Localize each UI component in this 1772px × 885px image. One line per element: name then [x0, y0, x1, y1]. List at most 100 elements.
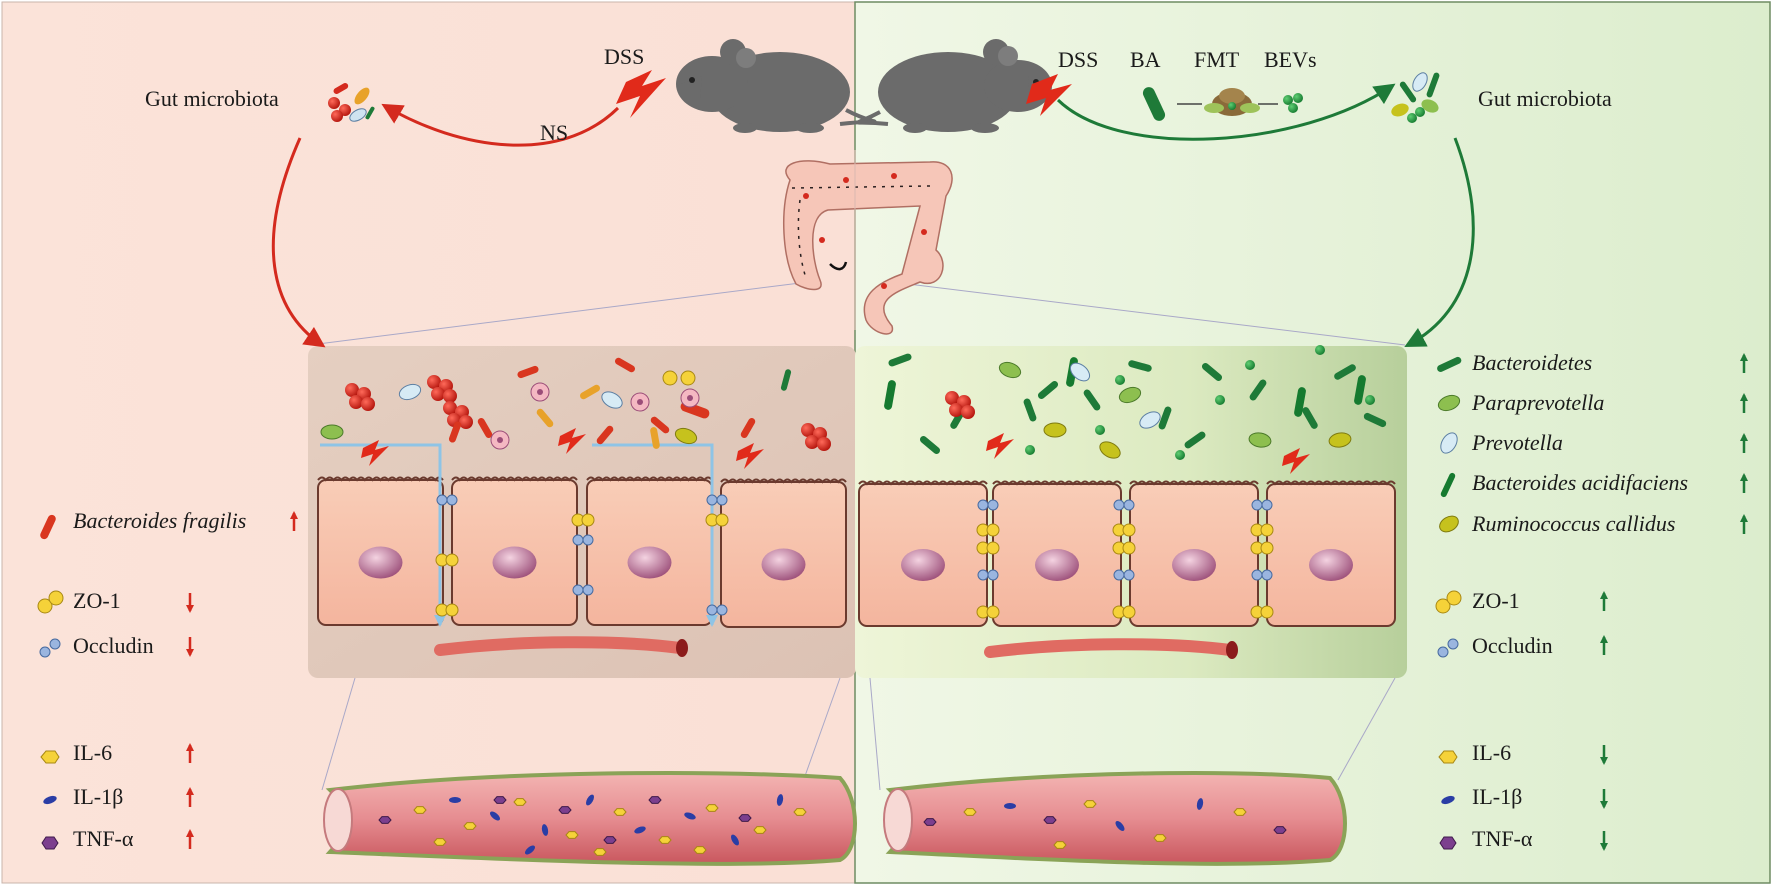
- il1b-particle: [586, 794, 594, 806]
- zo1-dot: [715, 513, 729, 527]
- projection-line: [799, 677, 841, 791]
- zo1-marker: [1112, 523, 1136, 537]
- tnfa-particle: [1043, 816, 1057, 824]
- arrow-up-icon: [1600, 591, 1608, 611]
- bacteroidetes-rod: [1184, 431, 1206, 449]
- arrow-head: [1740, 393, 1748, 401]
- bev-vesicle: [1115, 375, 1125, 385]
- blood-vessel-right: [883, 771, 1347, 866]
- red-rod: [650, 416, 670, 434]
- bev-vesicle: [1315, 345, 1325, 355]
- il1b-particle: [684, 812, 696, 820]
- arrow-head: [1740, 353, 1748, 361]
- zo1-dot: [986, 541, 1000, 555]
- bacteroides-acidifaciens-rod: [1294, 387, 1306, 417]
- blood-vessel-left: [323, 771, 857, 866]
- ns-arrow: [381, 103, 620, 147]
- arrow-head: [1600, 801, 1608, 809]
- dss-bolt: [361, 440, 389, 466]
- immune-cell-core: [687, 395, 693, 401]
- red-coccus-cluster: [801, 423, 831, 451]
- tnfa-particle: [603, 836, 617, 844]
- il1b-particle: [731, 834, 739, 846]
- bacteroides-acidifaciens-rod: [1354, 375, 1366, 405]
- tnfa-legend-icon: [1439, 836, 1457, 850]
- tnfa-particle: [648, 796, 662, 804]
- label-ns: NS: [540, 120, 568, 145]
- arrow-head: [186, 743, 194, 751]
- tnfa-particle: [1273, 826, 1287, 834]
- zo1-dot: [1122, 523, 1136, 537]
- red-coccus: [801, 423, 815, 437]
- colon-illustration: [783, 150, 953, 335]
- il1b-particle: [634, 826, 646, 834]
- legend-bacteroides-acidifaciens: Bacteroides acidifaciens: [1472, 470, 1688, 495]
- dss-bolt: [986, 433, 1014, 459]
- arrow-up-icon: [290, 511, 298, 531]
- arrow-head: [1600, 635, 1608, 643]
- arrow-head: [186, 829, 194, 837]
- occludin-dot: [1113, 569, 1125, 581]
- occludin-dot: [436, 494, 448, 506]
- ba-icon: [1142, 87, 1166, 121]
- green-rod: [780, 369, 792, 391]
- occludin-marker: [1251, 569, 1273, 581]
- arrow-up-icon: [1740, 393, 1748, 413]
- bacteroidetes-rod: [1302, 407, 1318, 429]
- mouse-icon: [676, 39, 877, 133]
- legend-tnfa-right: TNF-α: [1472, 826, 1533, 851]
- left-epithelium-inset: [308, 346, 856, 678]
- dss-lightning-icon: [616, 70, 666, 118]
- il6-particle: [1153, 834, 1167, 842]
- epithelial-cell: [317, 476, 444, 626]
- occludin-marker: [436, 494, 458, 506]
- prevotella-legend-icon: [1440, 432, 1458, 454]
- red-rod: [615, 357, 635, 373]
- arrow-down-icon: [1600, 789, 1608, 809]
- arrow-down-icon: [186, 637, 194, 657]
- capillary: [984, 638, 1236, 658]
- gut-microbiota-icon: [1391, 72, 1440, 123]
- il6-particle: [463, 822, 477, 830]
- tight-junctions: [435, 494, 1274, 619]
- arrow-down-icon: [186, 593, 194, 613]
- epithelial-cell: [1266, 480, 1396, 627]
- legend-zo1-right: ZO-1: [1472, 588, 1520, 613]
- legend-ruminococcus-callidus: Ruminococcus callidus: [1471, 511, 1675, 536]
- zo1-marker: [1250, 541, 1274, 555]
- zo1-legend-icon: [1435, 590, 1462, 614]
- arrow-up-icon: [186, 829, 194, 849]
- zo1-marker: [705, 513, 729, 527]
- arrow-head: [1740, 433, 1748, 441]
- legend-bacteroides-fragilis: Bacteroides fragilis: [73, 508, 246, 533]
- ruminococcus-legend-icon: [1439, 515, 1459, 533]
- tnfa-particle: [738, 814, 752, 822]
- il6-particle: [1083, 800, 1097, 808]
- prevotella-cell: [1139, 411, 1161, 429]
- arrow-head: [186, 649, 194, 657]
- occludin-dot: [572, 584, 584, 596]
- occludin-marker: [572, 584, 594, 596]
- legend-il1b-left: IL-1β: [73, 784, 123, 809]
- il6-particle: [1233, 808, 1247, 816]
- projection-line: [321, 677, 356, 791]
- bacteroidetes-rod: [1023, 398, 1037, 422]
- zo1-marker: [435, 603, 459, 617]
- occludin-dot: [1437, 646, 1449, 658]
- microvilli: [992, 480, 1122, 486]
- occludin-dot: [1447, 638, 1459, 650]
- dss-lightning-icon: [1026, 74, 1072, 116]
- nucleus: [627, 546, 672, 579]
- bacteroides-acidifaciens-rod: [884, 380, 896, 410]
- occludin-dot: [582, 584, 594, 596]
- occludin-marker: [977, 499, 999, 511]
- bacteroides-fragilis-rod: [536, 408, 554, 428]
- nucleus: [1172, 549, 1216, 581]
- immune-cell: [630, 392, 650, 412]
- nucleus: [901, 549, 945, 581]
- il1b-legend-icon: [1441, 795, 1455, 805]
- red-coccus: [805, 435, 819, 449]
- red-coccus: [961, 405, 975, 419]
- arrow-head: [186, 787, 194, 795]
- red-coccus: [945, 391, 959, 405]
